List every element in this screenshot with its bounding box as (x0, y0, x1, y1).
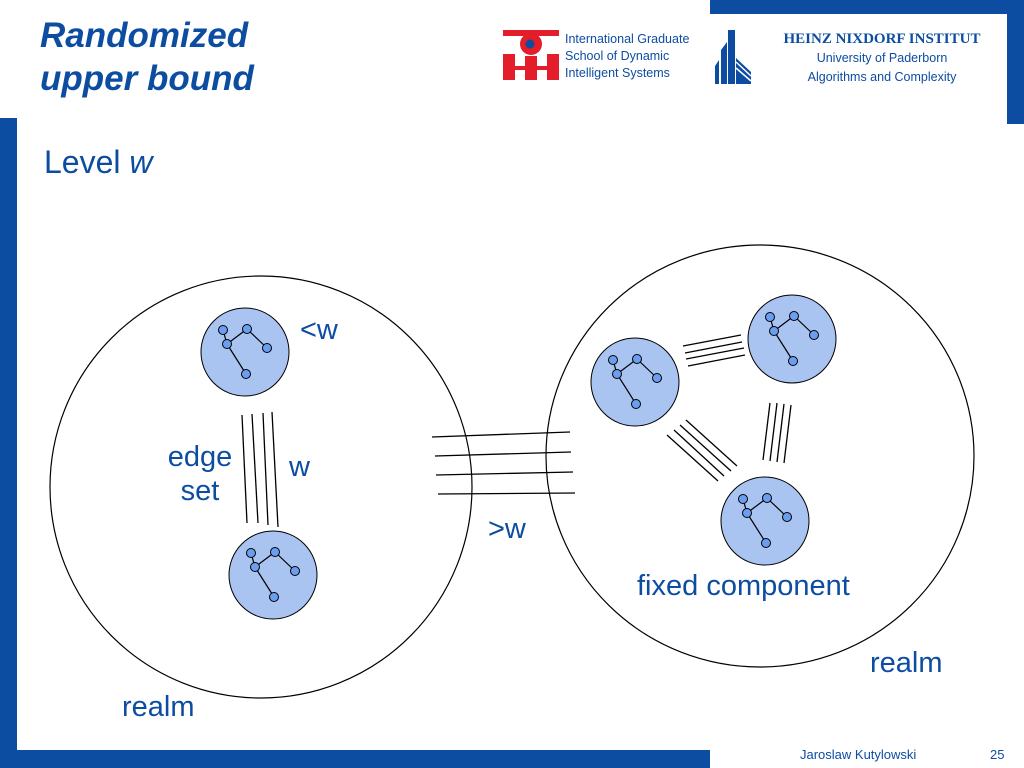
tree-node (789, 311, 799, 321)
tree-node (222, 339, 232, 349)
realm-label-right: realm (870, 647, 943, 679)
level-heading-text: Level (44, 144, 130, 180)
tree-node (769, 326, 779, 336)
realm-left-circle (49, 275, 473, 699)
edge-set-fixed-top-line (685, 347, 745, 360)
tree-node (242, 324, 252, 334)
edge-set-fixed-top-line (687, 354, 746, 367)
tree-node (612, 369, 622, 379)
tree-node (290, 566, 300, 576)
edge-set-fixed-top-line (682, 334, 742, 347)
igs-logo (503, 30, 559, 80)
level-heading-variable: w (129, 144, 153, 180)
component-circle (590, 337, 680, 427)
edge-set-fixed-right-line (776, 403, 785, 463)
tree-node (608, 355, 618, 365)
tree-edge (616, 373, 637, 405)
tree-node (631, 399, 641, 409)
tree-node (262, 343, 272, 353)
fixed-component-label: fixed component (637, 570, 850, 602)
hni-name: HEINZ NIXDORF INSTITUT (783, 31, 981, 47)
right-blue-bar (1007, 0, 1024, 124)
tree-node (762, 493, 772, 503)
tree-node (250, 562, 260, 572)
hni-university: University of Paderborn (816, 51, 948, 65)
tree-node (270, 547, 280, 557)
less-than-w-label: <w (300, 314, 338, 346)
tree-node (632, 354, 642, 364)
tree-node (742, 508, 752, 518)
component-circle (228, 530, 318, 620)
edge-set-w-line (271, 411, 279, 528)
tree-edge (773, 330, 794, 362)
slide-title-line1: Randomized (40, 16, 249, 55)
hni-name-block: HEINZ NIXDORF INSTITUT University of Pad… (760, 29, 1004, 87)
tree-node (782, 512, 792, 522)
tree-node (218, 325, 228, 335)
igs-line1: International Graduate (565, 32, 690, 46)
tree-edge (226, 343, 247, 375)
edge-set-w-line (251, 413, 259, 524)
igs-line2: School of Dynamic (565, 49, 670, 63)
hni-department: Algorithms and Complexity (807, 70, 957, 84)
top-blue-bar (710, 0, 1010, 14)
realm-right-circle (545, 244, 975, 668)
tree-edge (746, 512, 767, 544)
component-circle (200, 307, 290, 397)
edge-set-label-line2: set (180, 475, 220, 507)
left-blue-bar (0, 118, 17, 750)
slide-title: Randomized upper bound (40, 14, 360, 100)
edge-set-fixed-left-line (673, 429, 725, 477)
edge-set-label-line1: edge (167, 441, 233, 473)
realm-label-left: realm (122, 691, 195, 723)
edge-set-fixed-left-line (679, 424, 732, 472)
tree-node (765, 312, 775, 322)
tree-node (652, 373, 662, 383)
w-label: w (289, 451, 310, 483)
edge-set-greater-w-line (437, 492, 576, 495)
edge-set-w-line (262, 412, 269, 526)
igs-name: International Graduate School of Dynamic… (565, 31, 689, 82)
component-circle (747, 294, 837, 384)
edge-set-greater-w-line (434, 451, 572, 457)
component-circle (720, 476, 810, 566)
edge-set-fixed-right-line (762, 402, 771, 461)
edge-set-fixed-top-line (684, 341, 743, 354)
greater-than-w-label: >w (488, 513, 526, 545)
tree-node (246, 548, 256, 558)
hni-logo (715, 30, 752, 84)
bottom-blue-bar (0, 750, 710, 768)
edge-set-fixed-right-line (783, 404, 792, 464)
edge-set-greater-w-line (431, 431, 571, 438)
tree-node (809, 330, 819, 340)
slide-title-line2: upper bound (40, 59, 254, 98)
footer-author: Jaroslaw Kutylowski (800, 747, 917, 762)
tree-node (788, 356, 798, 366)
igs-line3: Intelligent Systems (565, 66, 670, 80)
tree-node (269, 592, 279, 602)
tree-edge (254, 566, 275, 598)
edge-set-label: edge set (150, 440, 250, 508)
tree-node (241, 369, 251, 379)
edge-set-greater-w-line (435, 471, 574, 476)
page-number: 25 (990, 747, 1005, 762)
edge-set-fixed-left-line (666, 434, 719, 482)
tree-node (761, 538, 771, 548)
level-heading: Level w (44, 142, 153, 182)
edge-set-w-line (241, 414, 248, 524)
edge-set-fixed-right-line (769, 402, 778, 462)
edge-set-fixed-left-line (685, 419, 738, 467)
tree-node (738, 494, 748, 504)
